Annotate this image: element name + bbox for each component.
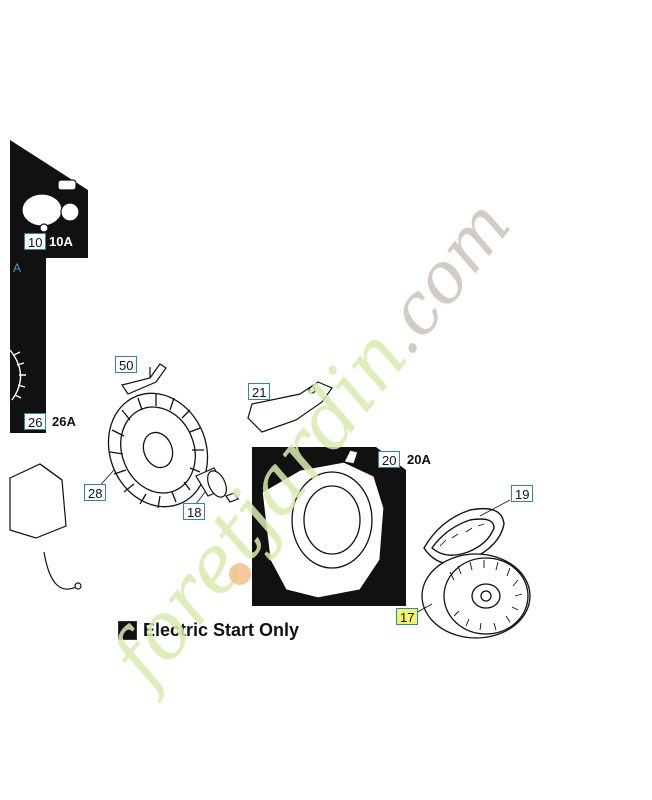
part-18-fan-cup [195, 467, 239, 503]
svg-text:A: A [13, 261, 21, 275]
callout-26: 26 [24, 413, 47, 430]
part-28-flywheel [107, 392, 209, 509]
electric-start-panel-left [10, 258, 46, 433]
callout-26a: 26A [52, 414, 76, 429]
callout-20a: 20A [407, 452, 431, 467]
part-21-baffle-plate [247, 381, 333, 433]
legend-label: Electric Start Only [143, 620, 300, 640]
callout-28: 28 [84, 484, 107, 501]
callout-21: 21 [248, 383, 271, 400]
part-50-bracket [121, 363, 167, 395]
callout-19: 19 [511, 485, 534, 502]
legend-swatch [118, 621, 137, 640]
part-26-ring-gear [9, 349, 26, 401]
callout-17: 17 [396, 608, 419, 625]
legend: Electric Start Only [118, 620, 299, 641]
callout-10: 10 [24, 233, 47, 250]
part-control-box [9, 463, 82, 590]
callout-50: 50 [115, 356, 138, 373]
callout-10a: 10A [49, 234, 73, 249]
callout-18: 18 [183, 503, 206, 520]
part-10-starter-bracket [21, 179, 80, 233]
part-17-recoil-starter [421, 553, 531, 639]
callout-20: 20 [378, 451, 401, 468]
part-20-blower-housing [261, 449, 385, 599]
